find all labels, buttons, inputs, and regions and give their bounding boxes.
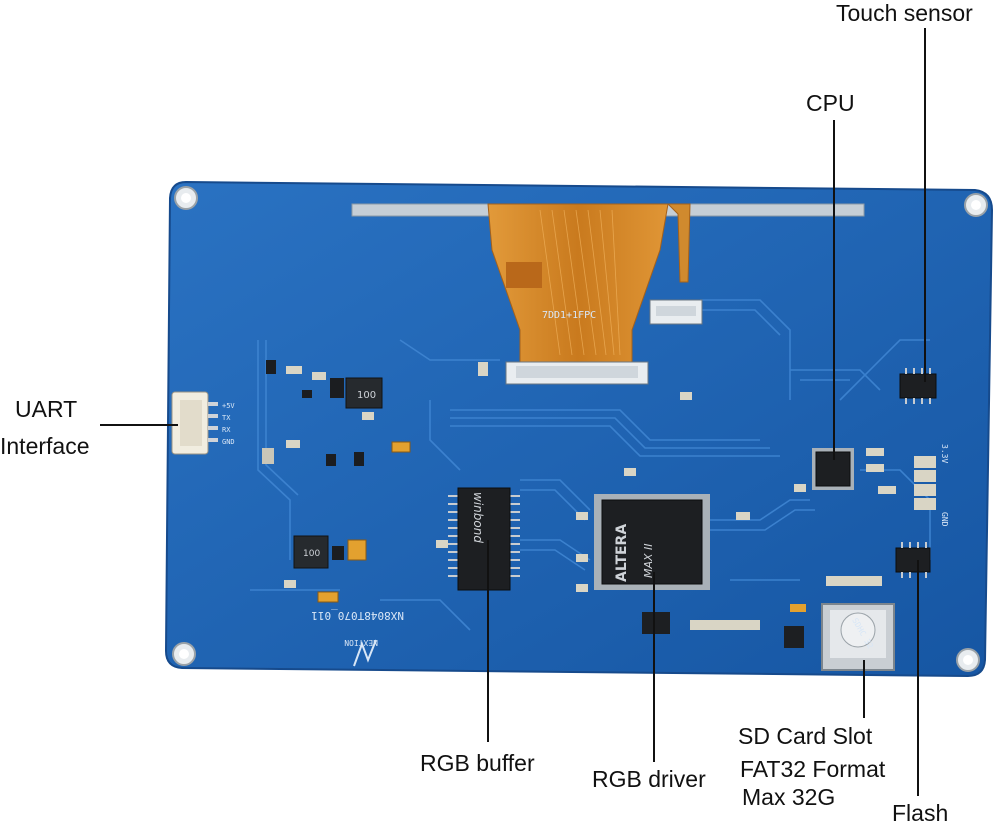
touch-sensor-label: Touch sensor xyxy=(836,0,973,26)
cpld-chip: ALTERA MAX II xyxy=(594,494,710,590)
sd-card-label-line1: SD Card Slot xyxy=(738,723,873,749)
sd-card-label-line2: FAT32 Format xyxy=(740,756,886,782)
fpc-ribbon: 7DD1+1FPC xyxy=(487,203,691,363)
inductor-label: 100 xyxy=(357,390,376,401)
buffer-chip-brand: winbond xyxy=(471,492,485,543)
flash-label: Flash xyxy=(892,800,949,826)
pcb-traces xyxy=(250,299,931,631)
uart-label-line1: UART xyxy=(15,396,78,422)
cpu-label: CPU xyxy=(806,90,855,116)
nextion-logo xyxy=(353,639,377,667)
model-silkscreen: NX8048T070_011 xyxy=(311,609,404,622)
power-components-upper: 100 xyxy=(262,360,411,466)
uart-connector: +5V TX RX GND xyxy=(171,391,235,455)
pcb-board xyxy=(164,180,994,678)
brand-silkscreen: NEXTION xyxy=(344,638,378,647)
fpc-label: 7DD1+1FPC xyxy=(542,310,596,321)
touch-controller-chip xyxy=(899,368,937,404)
header-label: 3.3V xyxy=(940,444,949,463)
inductor-label: 100 xyxy=(303,549,320,559)
uart-pin-label: +5V xyxy=(222,402,235,410)
driver-chip-model: MAX II xyxy=(642,543,655,578)
power-components-lower: 100 xyxy=(284,535,367,603)
sd-card-label-line3: Max 32G xyxy=(742,784,836,810)
rgb-driver-label: RGB driver xyxy=(592,766,706,792)
leader-lines xyxy=(100,28,926,796)
uart-pin-label: TX xyxy=(222,414,231,422)
flash-chip xyxy=(895,542,931,578)
header-label: GND xyxy=(940,512,949,527)
uart-label-line2: Interface xyxy=(0,433,90,459)
sdram-chip: winbond xyxy=(448,487,520,591)
rgb-buffer-label: RGB buffer xyxy=(420,750,535,776)
gpio-header-pads: 3.3V GND xyxy=(914,444,949,527)
sd-card-slot: SDHC 32 xyxy=(821,603,895,671)
driver-chip-brand: ALTERA xyxy=(614,524,630,582)
misc-parts-lower xyxy=(436,362,896,648)
uart-pin-label: RX xyxy=(222,426,231,434)
uart-pin-label: GND xyxy=(222,438,235,446)
mounting-holes xyxy=(172,186,988,672)
